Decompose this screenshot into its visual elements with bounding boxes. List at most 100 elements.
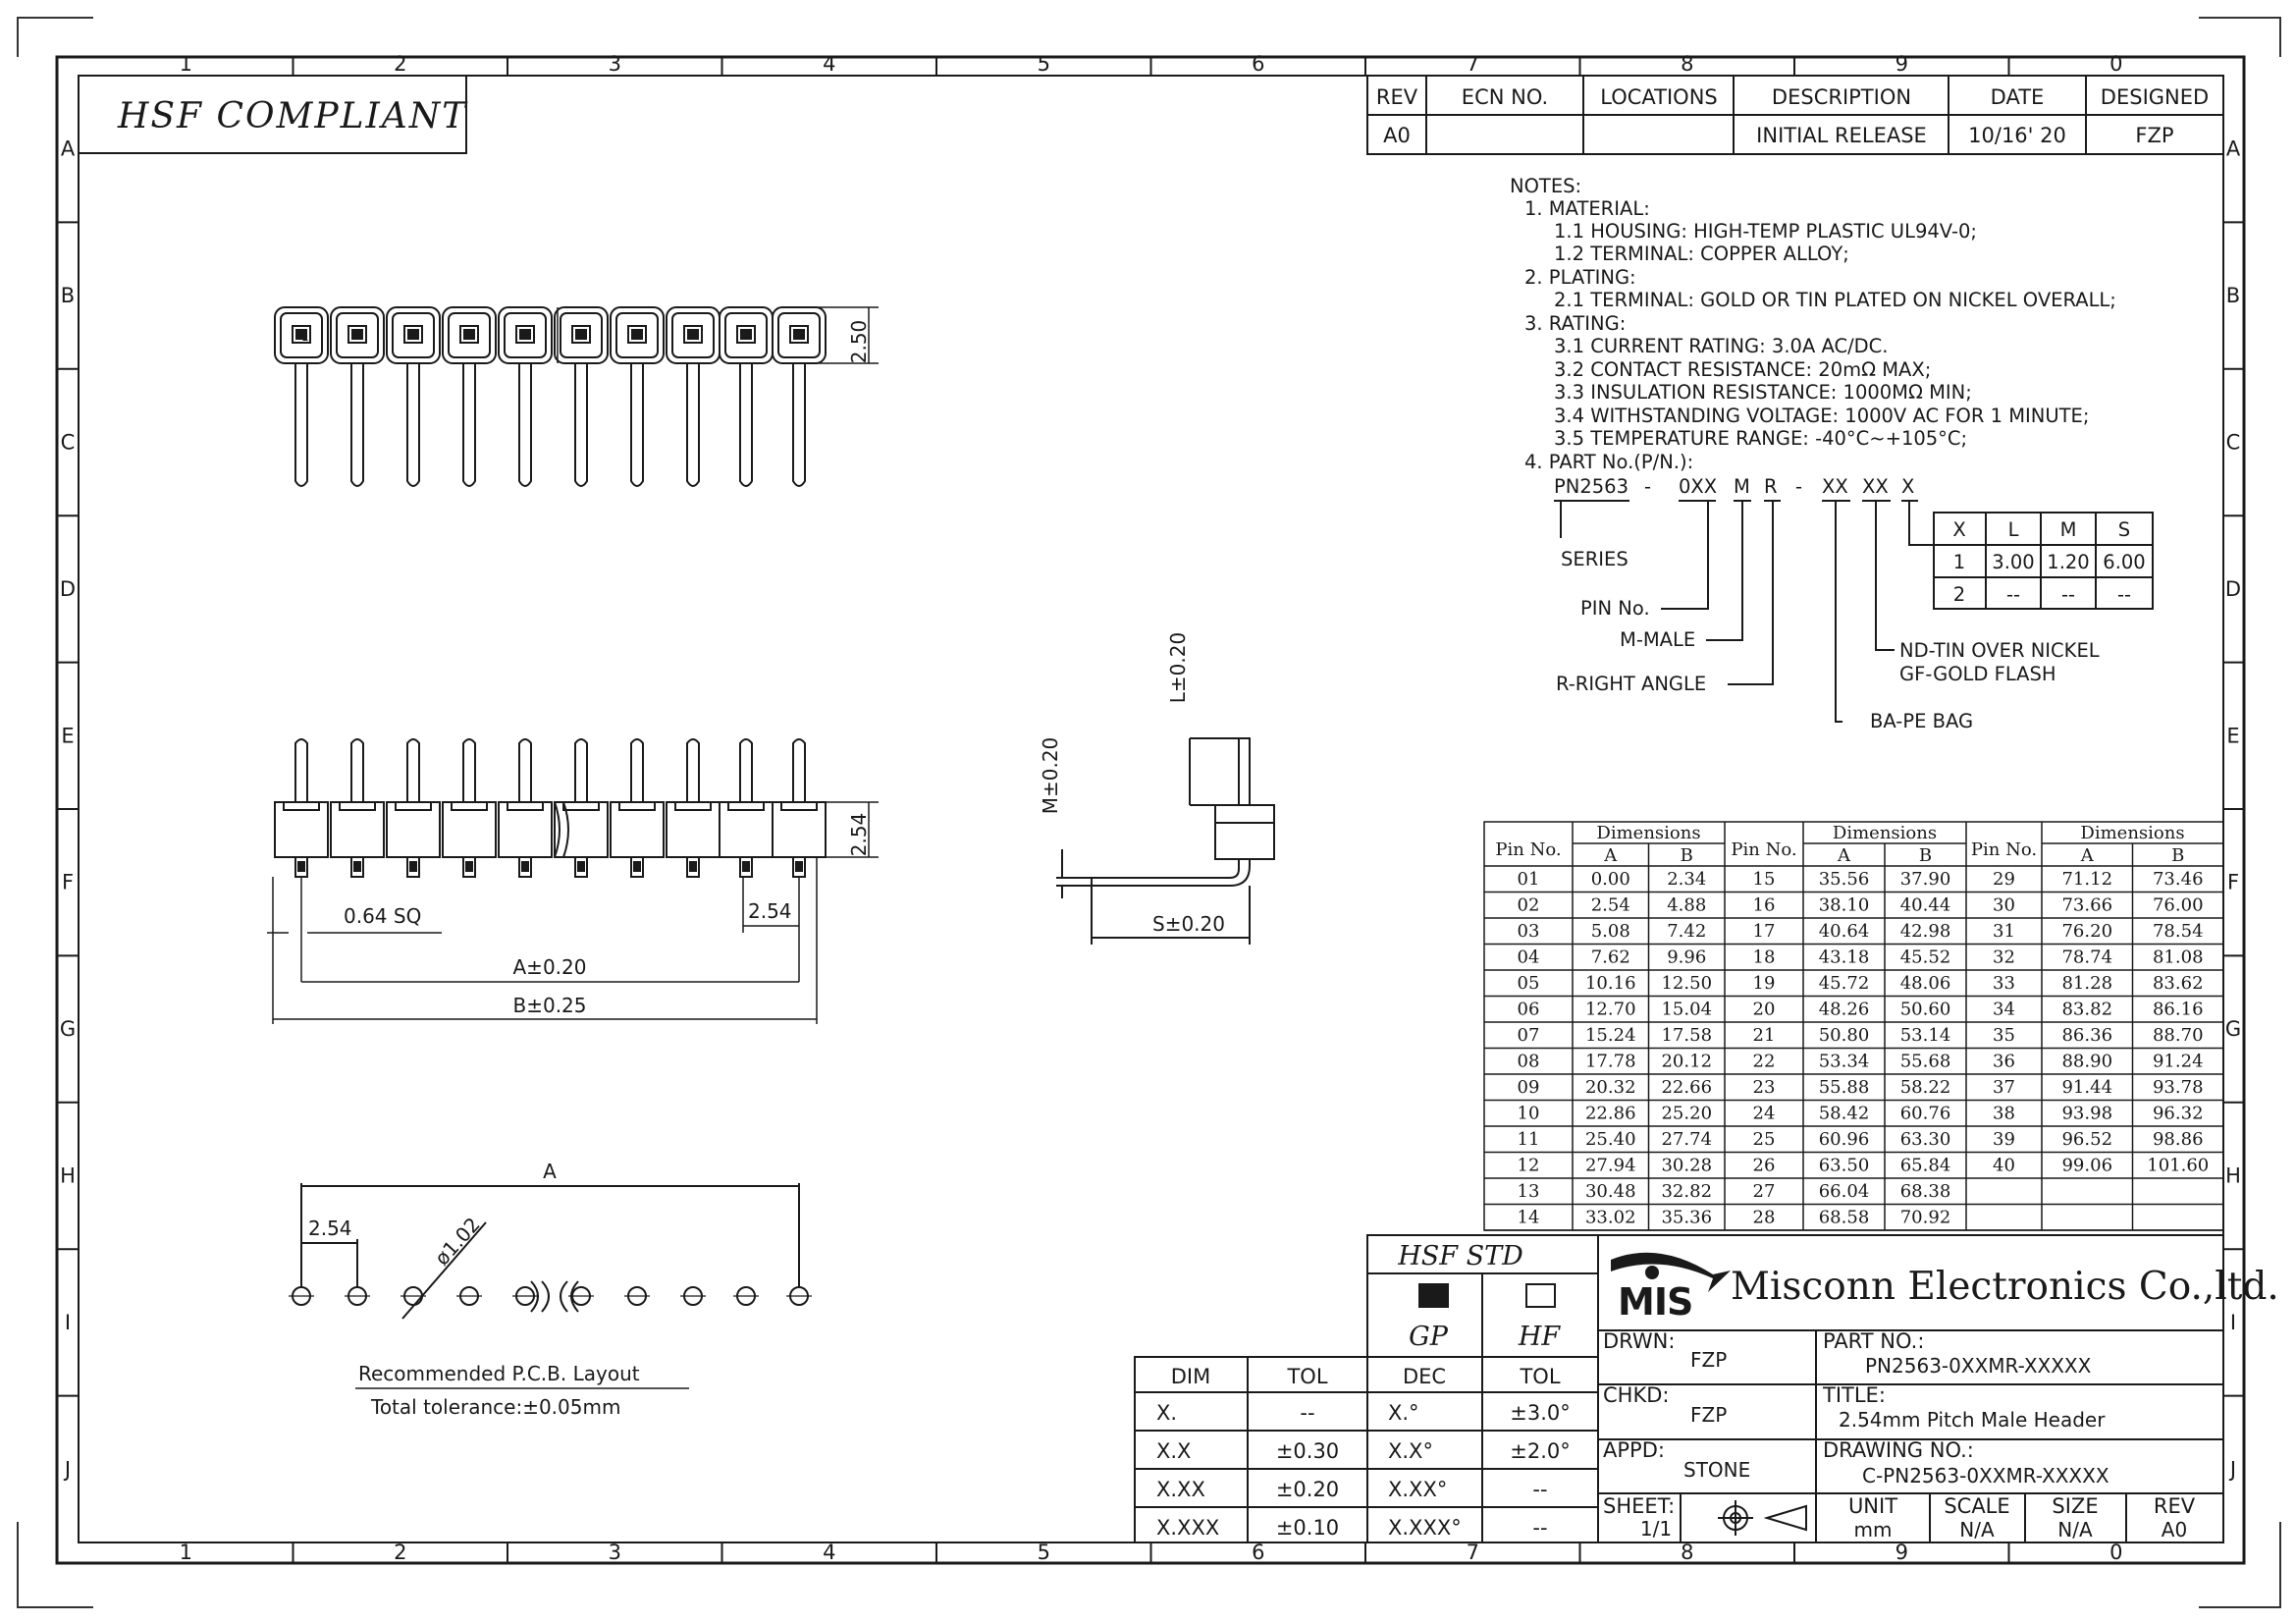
unit-label: UNIT [1848, 1494, 1897, 1518]
pin-top [686, 738, 700, 802]
zone-column-label: 5 [1038, 1541, 1050, 1564]
pin-square [515, 325, 535, 344]
pn-label-packing: BA-PE BAG [1870, 710, 1973, 732]
rev-header-description: DESCRIPTION [1772, 85, 1911, 109]
table-header-pin: Pin No. [1495, 839, 1561, 860]
size-header-m: M [2060, 518, 2077, 541]
table-cell: 68.58 [1819, 1208, 1870, 1228]
pin-square [683, 325, 703, 344]
hsf-std-title: HSF STD [1397, 1241, 1523, 1271]
housing-cell [330, 306, 385, 364]
pin-tail [294, 363, 308, 487]
zone-row-label: G [2225, 1017, 2241, 1041]
zone-row-label: I [65, 1311, 71, 1334]
zone-row-label: J [2228, 1457, 2236, 1481]
table-header-pin: Pin No. [1971, 839, 2037, 860]
table-cell: 08 [1518, 1052, 1540, 1072]
housing-inner [336, 312, 379, 358]
table-cell: 45.72 [1819, 973, 1870, 994]
tol-header: TOL [1519, 1365, 1560, 1388]
right-angle-profile [1056, 737, 1275, 945]
company-logo-text: MIS [1618, 1280, 1692, 1324]
table-cell: 22.86 [1585, 1104, 1636, 1124]
housing-cell [554, 306, 609, 364]
sheet-value: 1/1 [1640, 1517, 1672, 1541]
break-line [562, 801, 569, 858]
checked-label: CHKD: [1603, 1383, 1669, 1407]
pin-bottom [518, 856, 532, 878]
pin-tail [686, 363, 700, 487]
approved-value: STONE [1683, 1458, 1750, 1482]
sheet-label: SHEET: [1603, 1494, 1675, 1518]
pin-bottom-fill [689, 861, 697, 872]
zone-column-label: 9 [1896, 1541, 1908, 1564]
table-cell: 29 [1993, 869, 2015, 890]
table-header-b: B [1919, 845, 1932, 866]
housing-cell [386, 306, 441, 364]
pin-square-fill [463, 329, 475, 340]
tol-header: DEC [1403, 1365, 1446, 1388]
table-cell: 7.42 [1667, 921, 1706, 942]
hsf-std-gp: GP [1409, 1322, 1449, 1352]
pcb-layout-drawing [289, 1183, 812, 1320]
pin-bottom [462, 856, 476, 878]
housing-cell [274, 306, 329, 364]
table-cell: 2.54 [1591, 895, 1630, 916]
table-header-a: A [1603, 845, 1618, 866]
table-cell: 53.34 [1819, 1052, 1870, 1072]
table-cell: 40 [1993, 1156, 2015, 1176]
size-label: SIZE [2052, 1494, 2098, 1518]
pin-tail [574, 363, 588, 487]
housing-notch [339, 801, 376, 811]
scale-value: N/A [1959, 1518, 1995, 1542]
pn-segment-size: X [1901, 475, 1914, 498]
table-cell: 9.96 [1667, 947, 1706, 968]
table-cell: 25 [1753, 1129, 1776, 1150]
tol-cell: X.XX° [1388, 1478, 1447, 1501]
pin-tail [462, 363, 476, 487]
tol-cell: -- [1532, 1516, 1547, 1540]
table-cell: 37 [1993, 1077, 2015, 1098]
table-cell: 27.94 [1585, 1156, 1636, 1176]
table-cell: 13 [1518, 1181, 1540, 1202]
pin-top [406, 738, 420, 802]
pin-top [574, 738, 588, 802]
tol-cell: X.° [1388, 1401, 1419, 1425]
hsf-compliant-box: HSF COMPLIANT [78, 75, 467, 154]
housing-notch [507, 801, 544, 811]
housing-inner [392, 312, 435, 358]
dim-a: A±0.20 [513, 955, 587, 979]
pin-tail [518, 363, 532, 487]
note-line: 3.3 INSULATION RESISTANCE: 1000MΩ MIN; [1554, 381, 1972, 404]
pin-tail [739, 363, 753, 487]
break-line [554, 801, 561, 858]
pin-bottom [350, 856, 364, 878]
table-cell: 36 [1993, 1052, 2015, 1072]
table-cell: 42.98 [1900, 921, 1951, 942]
zone-row-label: H [2225, 1164, 2241, 1188]
drawn-label: DRWN: [1603, 1329, 1675, 1353]
dim-b: B±0.25 [512, 994, 586, 1017]
pn-segment-pin: 0XX [1679, 475, 1717, 498]
pin-bottom [630, 856, 644, 878]
tol-cell: -- [1532, 1478, 1547, 1501]
housing-cell [610, 306, 665, 364]
note-line: 3.1 CURRENT RATING: 3.0A AC/DC. [1554, 335, 1889, 357]
dim-pitch: 2.54 [748, 899, 792, 923]
table-cell: 26 [1753, 1156, 1776, 1176]
note-line: 3.4 WITHSTANDING VOLTAGE: 1000V AC FOR 1… [1554, 405, 2089, 427]
housing-notch [674, 801, 712, 811]
pin-square [736, 325, 756, 344]
table-cell: 07 [1518, 1025, 1540, 1046]
zone-row-label: H [60, 1164, 76, 1188]
dim-front-height [815, 306, 879, 364]
tolerance-table [1134, 1356, 1599, 1543]
pin-bottom [574, 856, 588, 878]
dim-m: M±0.20 [1039, 737, 1062, 815]
title-value: 2.54mm Pitch Male Header [1839, 1408, 2106, 1432]
table-cell: 16 [1753, 895, 1776, 916]
pin-square [403, 325, 423, 344]
zone-column-label: 8 [1681, 1541, 1693, 1564]
dim-pin-size: 0.64 SQ [344, 904, 421, 928]
table-cell: 17 [1753, 921, 1776, 942]
